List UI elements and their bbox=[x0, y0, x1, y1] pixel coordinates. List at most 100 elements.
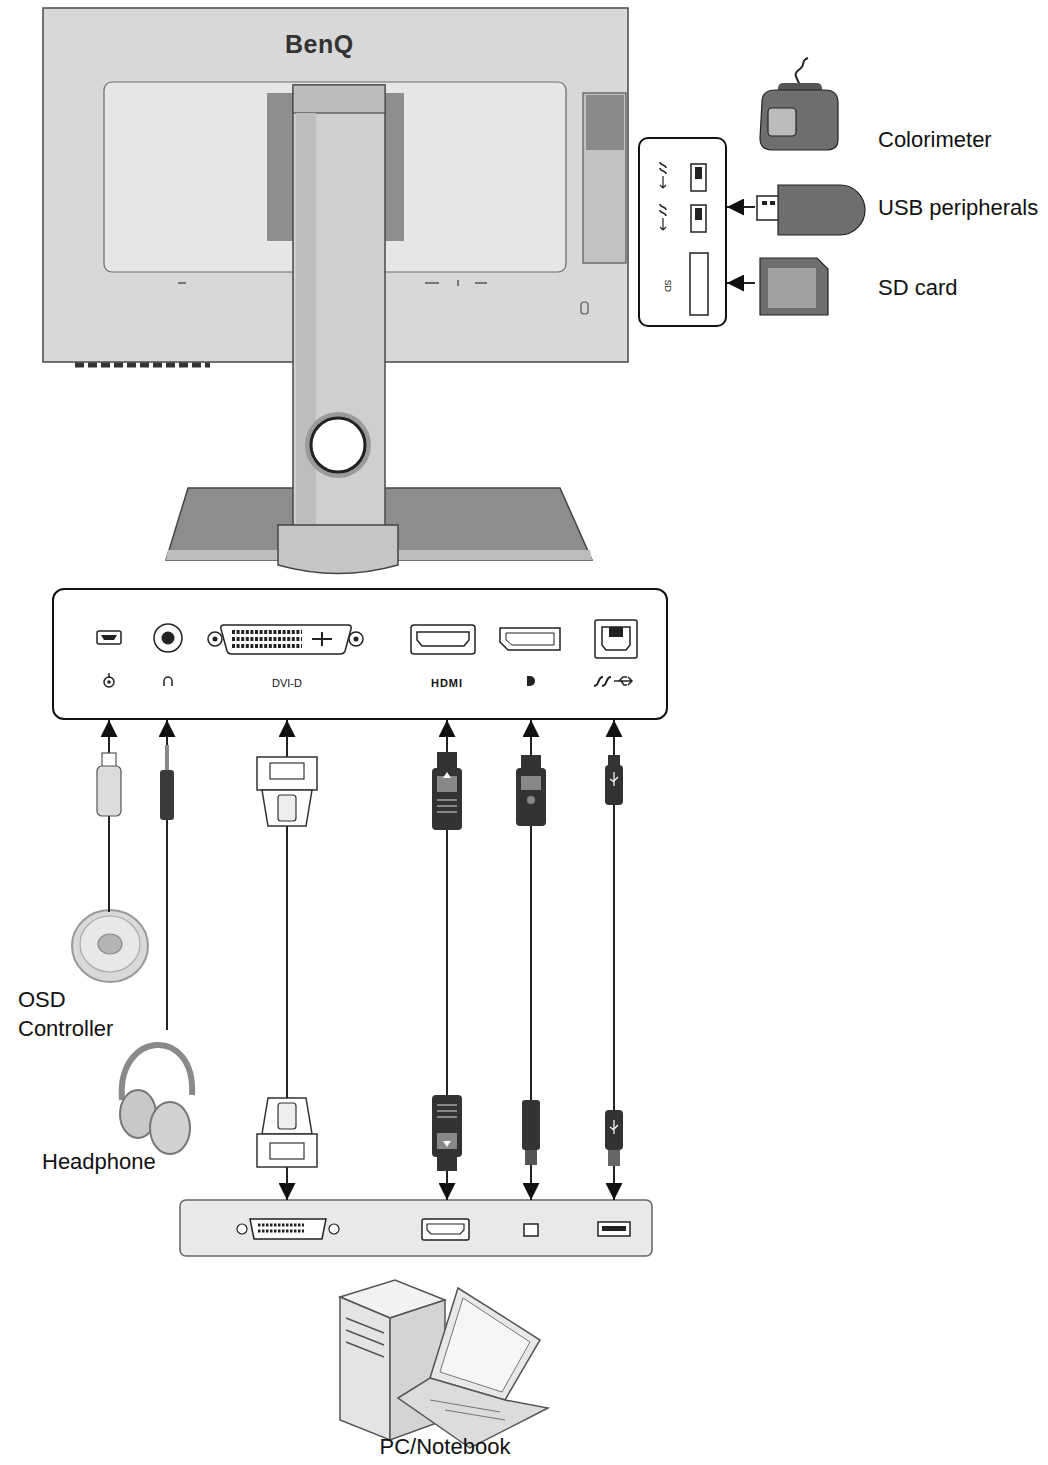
rear-port-illustration bbox=[500, 628, 560, 650]
usb-plug bbox=[605, 765, 623, 805]
rear-port-illustration bbox=[506, 633, 554, 645]
side-port-illustration bbox=[660, 218, 666, 230]
monitor-stand bbox=[293, 85, 385, 113]
side-port-illustration bbox=[691, 164, 706, 191]
colorimeter-device bbox=[760, 90, 838, 150]
rear-port-illustration bbox=[411, 625, 475, 654]
rear-port-illustration bbox=[595, 620, 637, 658]
cable-connector bbox=[727, 282, 755, 284]
rear-port-illustration bbox=[164, 677, 172, 686]
monitor-stand bbox=[305, 412, 371, 478]
pc-notebook-illustration bbox=[346, 1318, 384, 1357]
device-label: PC/Notebook bbox=[345, 1433, 545, 1462]
hdmi-plug bbox=[437, 776, 457, 792]
hdmi-plug bbox=[437, 752, 457, 770]
rear-port-illustration bbox=[208, 632, 222, 646]
cable-connector bbox=[108, 720, 110, 912]
osd-controller-callout: OSD Controller bbox=[15, 912, 165, 1048]
side-port-panel: SD bbox=[638, 137, 727, 327]
rear-port-illustration bbox=[154, 624, 182, 652]
pc-notebook-callout: PC/Notebook bbox=[180, 1200, 652, 1465]
side-port-illustration bbox=[695, 208, 702, 220]
usb-stick bbox=[757, 185, 865, 235]
pc-notebook-illustration bbox=[440, 1298, 530, 1392]
pc-notebook-illustration bbox=[340, 1297, 390, 1440]
rear-port-illustration bbox=[232, 632, 302, 646]
rear-port-illustration bbox=[614, 677, 632, 685]
rear-port-illustration bbox=[108, 673, 110, 678]
colorimeter-device bbox=[760, 58, 838, 150]
usb-peripheral-callout: USB peripherals bbox=[755, 182, 1048, 238]
rear-port-illustration bbox=[101, 635, 117, 640]
rear-port-illustration bbox=[349, 632, 363, 646]
pc-port-panel bbox=[237, 1224, 247, 1234]
sd-card-callout: SD card bbox=[755, 256, 1048, 318]
hdmi-plug bbox=[437, 1155, 457, 1171]
pc-port-panel bbox=[524, 1224, 538, 1236]
dvi-plug bbox=[262, 790, 312, 826]
side-port-illustration bbox=[660, 162, 666, 174]
headphone-device bbox=[120, 1045, 192, 1154]
monitor-stand bbox=[311, 418, 365, 472]
hdmi-plug bbox=[437, 800, 457, 812]
usb-plug bbox=[608, 755, 620, 765]
rear-port-illustration bbox=[107, 680, 111, 684]
rear-port-illustration bbox=[609, 627, 623, 637]
side-port-illustration bbox=[660, 204, 666, 230]
rear-port-illustration bbox=[97, 631, 121, 644]
hdmi-plug bbox=[432, 768, 462, 830]
monitor-rear bbox=[586, 95, 624, 150]
pc-port-panel bbox=[180, 1200, 652, 1256]
hdmi-plug bbox=[443, 772, 451, 778]
rear-port-illustration bbox=[52, 588, 668, 720]
device-label: Colorimeter bbox=[878, 126, 1046, 155]
side-port-illustration bbox=[638, 137, 727, 327]
audio-plug bbox=[165, 745, 169, 771]
osd-controller-device bbox=[80, 916, 140, 972]
osd-controller-device bbox=[98, 934, 122, 954]
displayport-plug bbox=[521, 755, 541, 770]
displayport-plug bbox=[525, 1150, 537, 1165]
displayport-plug bbox=[522, 1100, 540, 1150]
displayport-plug bbox=[516, 768, 546, 826]
rear-port-panel: DVI-DHDMI bbox=[52, 588, 668, 720]
headphone-callout: Headphone bbox=[40, 1030, 200, 1180]
rear-port-illustration bbox=[527, 676, 535, 686]
usb-plug bbox=[605, 1110, 623, 1150]
monitor-rear bbox=[581, 302, 588, 314]
side-port-illustration bbox=[660, 162, 666, 188]
osd-controller-device bbox=[72, 910, 148, 982]
rear-port-illustration bbox=[312, 632, 332, 646]
pc-port-panel bbox=[422, 1219, 469, 1240]
usb-stick bbox=[762, 201, 767, 205]
dvi-plug bbox=[257, 1134, 317, 1167]
audio-plug bbox=[160, 745, 174, 820]
usb-stick bbox=[770, 201, 775, 205]
dvi-plug bbox=[262, 1098, 312, 1134]
pc-port-panel bbox=[329, 1224, 339, 1234]
usb-stick bbox=[778, 185, 865, 235]
monitor-rear bbox=[583, 93, 626, 263]
dvi-plug bbox=[278, 795, 296, 821]
rear-port-illustration bbox=[602, 627, 630, 650]
colorimeter-device bbox=[768, 108, 796, 136]
port-label: SD bbox=[661, 274, 673, 298]
rear-port-illustration bbox=[221, 625, 351, 654]
hdmi-plug bbox=[437, 1105, 457, 1117]
sd-card bbox=[760, 258, 828, 315]
hdmi-plug bbox=[432, 1095, 462, 1157]
cable-connector bbox=[613, 720, 615, 1200]
device-label: SD card bbox=[878, 274, 1046, 303]
osd-controller-device bbox=[72, 910, 148, 982]
rear-port-illustration bbox=[213, 637, 218, 642]
headphone-device bbox=[150, 1102, 190, 1154]
usb-plug bbox=[610, 1120, 618, 1134]
monitor-rear bbox=[75, 363, 210, 368]
pc-port-panel bbox=[598, 1222, 630, 1236]
side-port-illustration bbox=[638, 137, 727, 327]
rear-port-illustration bbox=[417, 632, 469, 646]
dvi-plug bbox=[278, 1103, 296, 1129]
osd-plug bbox=[97, 753, 121, 816]
pc-port-panel bbox=[602, 1226, 626, 1231]
